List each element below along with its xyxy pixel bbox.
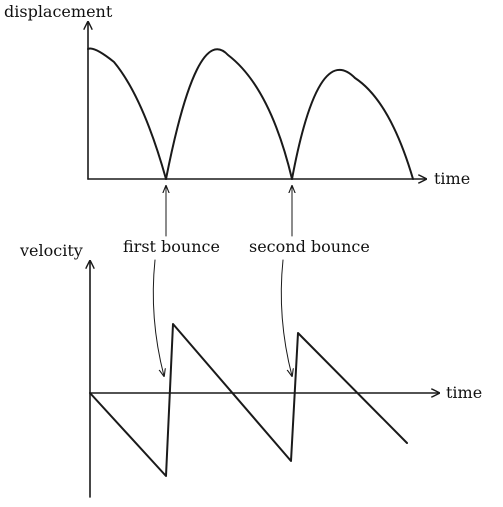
velocity-axis-label: velocity <box>19 241 83 260</box>
first-bounce-pointer-down <box>152 259 164 376</box>
time-axis-label-bottom: time <box>446 383 482 402</box>
displacement-graph: displacement time <box>4 2 470 188</box>
time-axis-label-top: time <box>434 169 470 188</box>
second-bounce-pointer-down <box>280 259 292 376</box>
first-bounce-label: first bounce <box>123 237 220 256</box>
displacement-axis-label: displacement <box>4 2 113 21</box>
displacement-arc-second-bounce <box>291 68 414 180</box>
second-bounce-label: second bounce <box>249 237 370 256</box>
velocity-sawtooth-line <box>89 323 408 477</box>
bounce-annotations: first bounce second bounce <box>123 186 370 376</box>
displacement-arc-first-bounce <box>165 48 293 180</box>
velocity-graph: velocity time <box>19 241 482 498</box>
displacement-arc-initial-fall <box>87 47 167 180</box>
